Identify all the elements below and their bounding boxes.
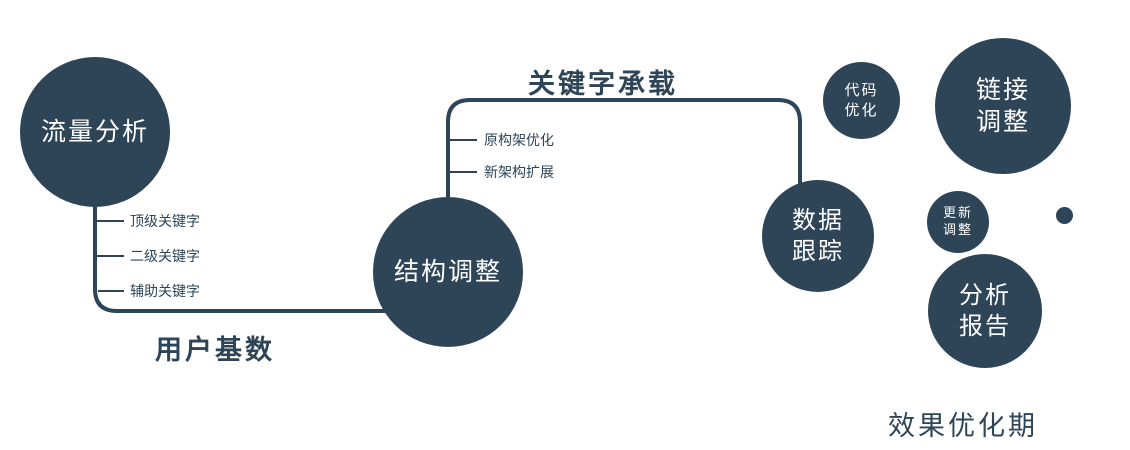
tick-label-new-architecture: 新架构扩展 <box>484 164 554 180</box>
tick-label-aux-keyword: 辅助关键字 <box>130 283 200 299</box>
node-analysis-report-label: 分析 报告 <box>959 281 1011 340</box>
node-structure-adjust-label: 结构调整 <box>393 257 502 286</box>
decorative-dot <box>1056 207 1073 224</box>
tick-label-orig-architecture: 原构架优化 <box>484 132 554 148</box>
phase-label-effect-optimization: 效果优化期 <box>888 411 1038 441</box>
connector-user-base-path <box>93 185 400 313</box>
node-structure-adjust: 结构调整 <box>373 197 523 347</box>
node-link-adjustment: 链接 调整 <box>935 38 1071 174</box>
node-analysis-report: 分析 报告 <box>928 254 1042 368</box>
node-data-tracking-label: 数据 跟踪 <box>792 206 844 265</box>
node-code-optimization-label: 代码 优化 <box>844 82 879 119</box>
node-update-adjustment: 更新 调整 <box>927 191 989 253</box>
node-data-tracking: 数据 跟踪 <box>762 180 874 292</box>
connector-keyword-carry-path <box>446 98 802 205</box>
tick-label-top-keyword: 顶级关键字 <box>130 213 200 229</box>
node-link-adjustment-label: 链接 调整 <box>975 75 1030 137</box>
edge-label-keyword-carry: 关键字承载 <box>528 69 678 99</box>
tick-label-second-keyword: 二级关键字 <box>130 248 200 264</box>
node-traffic-analysis-label: 流量分析 <box>40 117 149 146</box>
node-update-adjustment-label: 更新 调整 <box>942 205 973 237</box>
edge-label-user-base: 用户基数 <box>155 335 275 365</box>
node-traffic-analysis: 流量分析 <box>20 57 170 207</box>
node-code-optimization: 代码 优化 <box>823 62 900 139</box>
